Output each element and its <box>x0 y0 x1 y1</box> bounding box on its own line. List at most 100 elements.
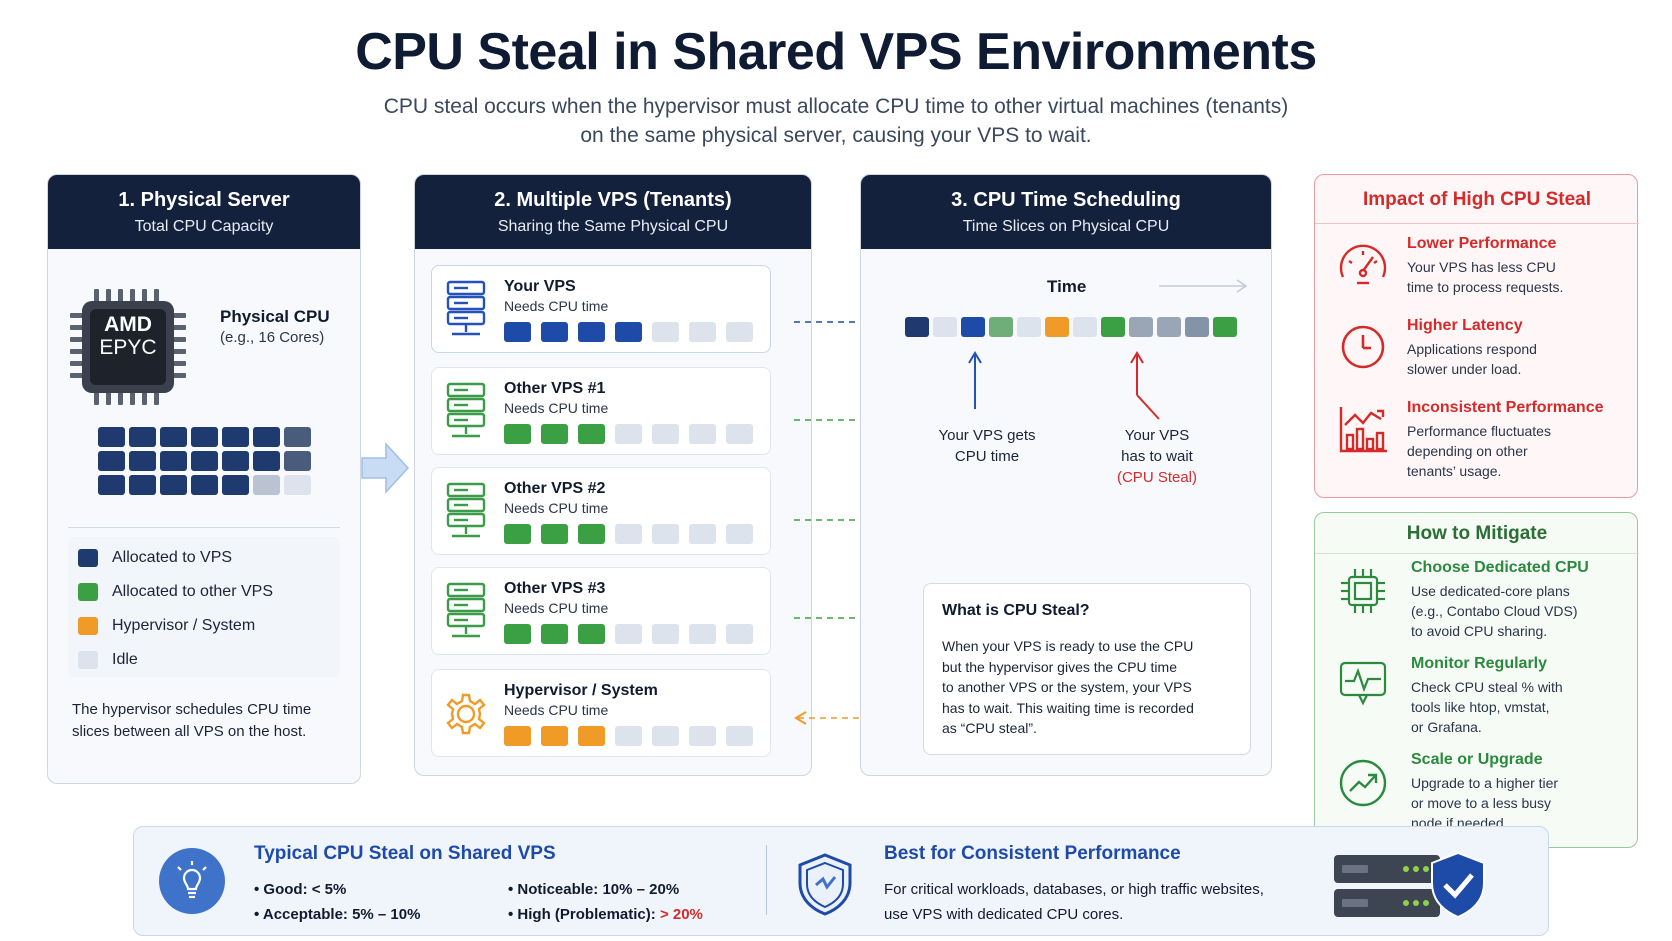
steal-level-high-value: > 20% <box>659 906 703 923</box>
gear-icon <box>446 693 486 735</box>
time-slot <box>652 624 679 644</box>
what-is-line: but the hypervisor gives the CPU time <box>942 658 1177 675</box>
time-slot <box>578 624 605 644</box>
core-cell <box>191 427 218 447</box>
scheduling-subtitle: Time Slices on Physical CPU <box>962 218 1170 235</box>
timeline-slot <box>961 317 985 337</box>
core-cell <box>253 451 280 471</box>
cpu-chip-icon <box>1341 569 1385 613</box>
desc-line: slower under load. <box>1407 361 1522 377</box>
core-cell <box>98 451 125 471</box>
desc-line: Your VPS has less CPU <box>1407 259 1556 275</box>
timeline-slot <box>1129 317 1153 337</box>
time-slot <box>652 524 679 544</box>
timeline-slot <box>1157 317 1181 337</box>
typical-list-right: • Noticeable: 10% – 20% • High (Problema… <box>508 877 703 927</box>
time-slot <box>615 424 642 444</box>
physical-cpu-label: Physical CPU <box>220 307 330 326</box>
gets-line: Your VPS gets <box>938 427 1036 444</box>
best-title: Best for Consistent Performance <box>884 843 1181 864</box>
time-slot <box>652 322 679 342</box>
tenant-need: Needs CPU time <box>504 400 609 416</box>
time-slot <box>541 726 568 746</box>
gauge-icon <box>1339 244 1387 285</box>
page-subtitle: CPU steal occurs when the hypervisor mus… <box>336 92 1336 150</box>
impact-item-title: Inconsistent Performance <box>1407 399 1604 416</box>
mitigate-item-dedicated-cpu: Choose Dedicated CPU Use dedicated-core … <box>1315 559 1639 645</box>
timeline <box>905 317 1245 339</box>
desc-line: or move to a less busy <box>1411 795 1552 811</box>
impact-divider <box>1315 223 1639 224</box>
desc-line: to avoid CPU sharing. <box>1411 623 1548 639</box>
core-cell <box>253 475 280 495</box>
physical-server-note: The hypervisor schedules CPU time slices… <box>72 699 311 743</box>
core-cell <box>160 451 187 471</box>
time-slot <box>689 624 716 644</box>
impact-item-inconsistent-performance: Inconsistent Performance Performance flu… <box>1315 399 1639 491</box>
steal-level-text: Noticeable: 10% – 20% <box>517 881 680 898</box>
tenants-panel: 2. Multiple VPS (Tenants) Sharing the Sa… <box>414 174 812 776</box>
legend-label: Hypervisor / System <box>112 617 256 634</box>
time-slot <box>652 424 679 444</box>
mitigate-item-title: Monitor Regularly <box>1411 655 1548 672</box>
timeline-slot <box>905 317 929 337</box>
legend-divider <box>68 527 340 528</box>
timeline-slot <box>1213 317 1237 337</box>
tenant-name: Other VPS #3 <box>504 580 606 597</box>
impact-panel: Impact of High CPU Steal Lower Performan… <box>1314 174 1639 498</box>
steal-level-noticeable: • Noticeable: 10% – 20% <box>508 881 680 898</box>
time-slot <box>541 322 568 342</box>
legend-label: Allocated to VPS <box>112 549 233 566</box>
time-slot <box>578 524 605 544</box>
impact-item-desc: Your VPS has less CPU time to process re… <box>1407 257 1563 297</box>
core-grid <box>98 427 312 497</box>
core-cell <box>160 427 187 447</box>
timeline-slot <box>1185 317 1209 337</box>
mitigate-item-scale: Scale or Upgrade Upgrade to a higher tie… <box>1315 751 1639 837</box>
steal-level-text: High (Problematic): <box>517 906 660 923</box>
subtitle-line-2: on the same physical server, causing you… <box>580 124 1092 147</box>
core-cell <box>284 451 311 471</box>
tenant-card-other-vps-3: Other VPS #3 Needs CPU time <box>431 567 771 655</box>
steal-label: Your VPS has to wait (CPU Steal) <box>1087 425 1227 488</box>
tenants-subtitle: Sharing the Same Physical CPU <box>497 218 729 235</box>
mitigate-item-monitor: Monitor Regularly Check CPU steal % with… <box>1315 655 1639 741</box>
impact-title: Impact of High CPU Steal <box>1362 189 1592 210</box>
secure-server-icon <box>1334 851 1485 919</box>
physical-server-title: 1. Physical Server <box>118 189 290 211</box>
time-label: Time <box>1047 277 1087 296</box>
tenants-title: 2. Multiple VPS (Tenants) <box>494 189 732 211</box>
desc-line: tools like htop, vmstat, <box>1411 699 1550 715</box>
time-slot <box>541 424 568 444</box>
best-body: For critical workloads, databases, or hi… <box>884 877 1264 927</box>
tenant-card-other-vps-1: Other VPS #1 Needs CPU time <box>431 367 771 455</box>
mitigate-item-desc: Upgrade to a higher tier or move to a le… <box>1411 773 1558 833</box>
scheduling-panel: 3. CPU Time Scheduling Time Slices on Ph… <box>860 174 1272 776</box>
time-slot <box>504 726 531 746</box>
time-slot <box>541 524 568 544</box>
time-slot <box>689 424 716 444</box>
scheduling-title: 3. CPU Time Scheduling <box>951 189 1181 211</box>
tenant-name: Your VPS <box>504 278 576 295</box>
time-slot <box>504 624 531 644</box>
best-line: use VPS with dedicated CPU cores. <box>884 906 1124 923</box>
core-cell <box>222 427 249 447</box>
core-cell <box>253 427 280 447</box>
time-slot <box>578 424 605 444</box>
steal-level-text: Acceptable: 5% – 10% <box>262 906 421 923</box>
legend-label: Idle <box>112 651 138 668</box>
mitigate-item-desc: Check CPU steal % with tools like htop, … <box>1411 677 1563 737</box>
desc-line: time to process requests. <box>1407 279 1564 295</box>
heartbeat-monitor-icon <box>1339 661 1387 706</box>
scheduling-header: 3. CPU Time Scheduling Time Slices on Ph… <box>861 175 1271 249</box>
desc-line: Use dedicated-core plans <box>1411 583 1570 599</box>
steal-level-text: Good: < 5% <box>263 881 347 898</box>
timeline-slot <box>933 317 957 337</box>
tenant-card-other-vps-2: Other VPS #2 Needs CPU time <box>431 467 771 555</box>
tenant-card-hypervisor: Hypervisor / System Needs CPU time <box>431 669 771 757</box>
tenant-card-your-vps: Your VPS Needs CPU time <box>431 265 771 353</box>
what-is-title: What is CPU Steal? <box>942 602 1090 619</box>
what-is-line: has to wait. This waiting time is record… <box>942 699 1194 716</box>
wait-line: Your VPS <box>1124 427 1190 444</box>
timeline-slot <box>989 317 1013 337</box>
